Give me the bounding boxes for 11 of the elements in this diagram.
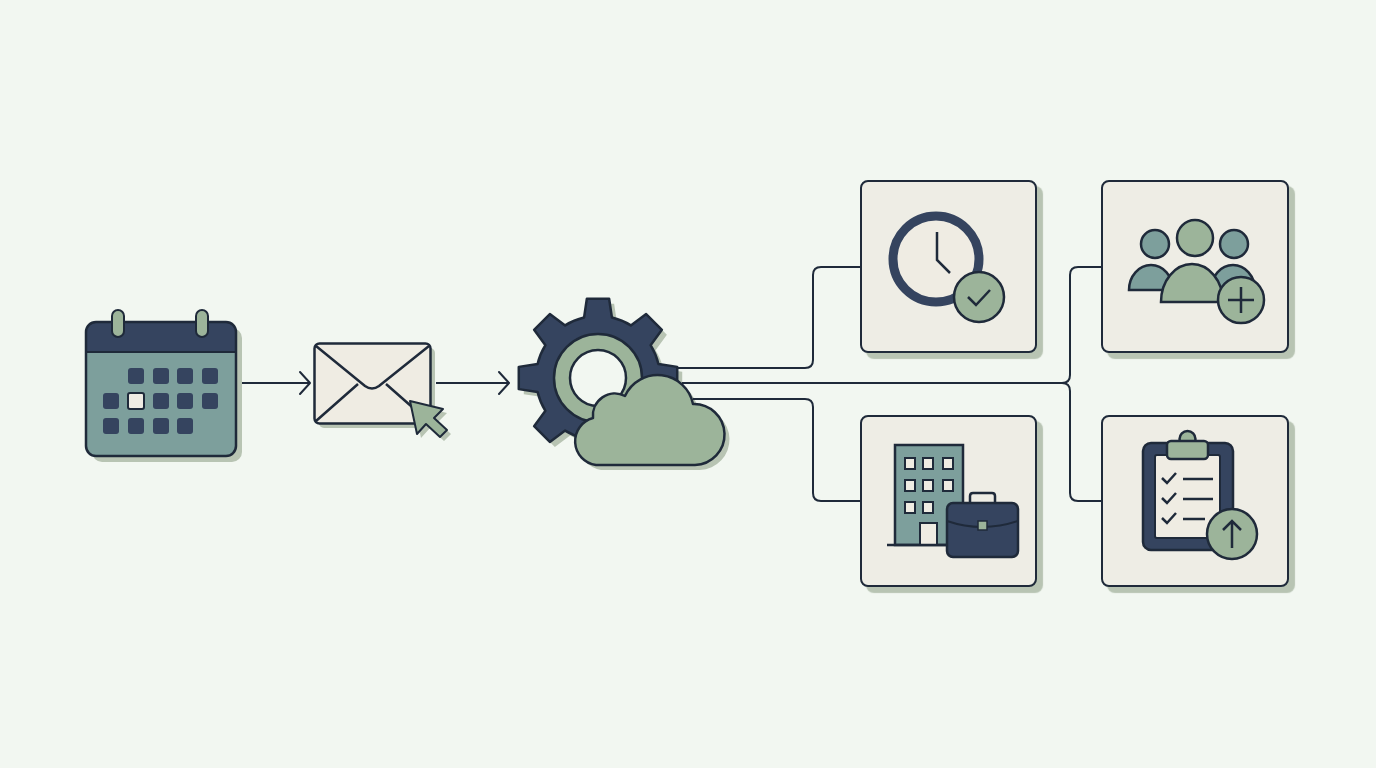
icon-card (860, 415, 1037, 587)
connector-line (731, 266, 861, 369)
arrow (435, 371, 510, 395)
icon-card (1101, 415, 1289, 587)
connector-line (731, 382, 1102, 502)
icon-card (860, 180, 1037, 353)
arrow (241, 371, 311, 395)
icon-card (1101, 180, 1289, 353)
connector-line (731, 398, 861, 502)
calendar-picture (84, 306, 242, 462)
envelope-picture (313, 342, 436, 429)
